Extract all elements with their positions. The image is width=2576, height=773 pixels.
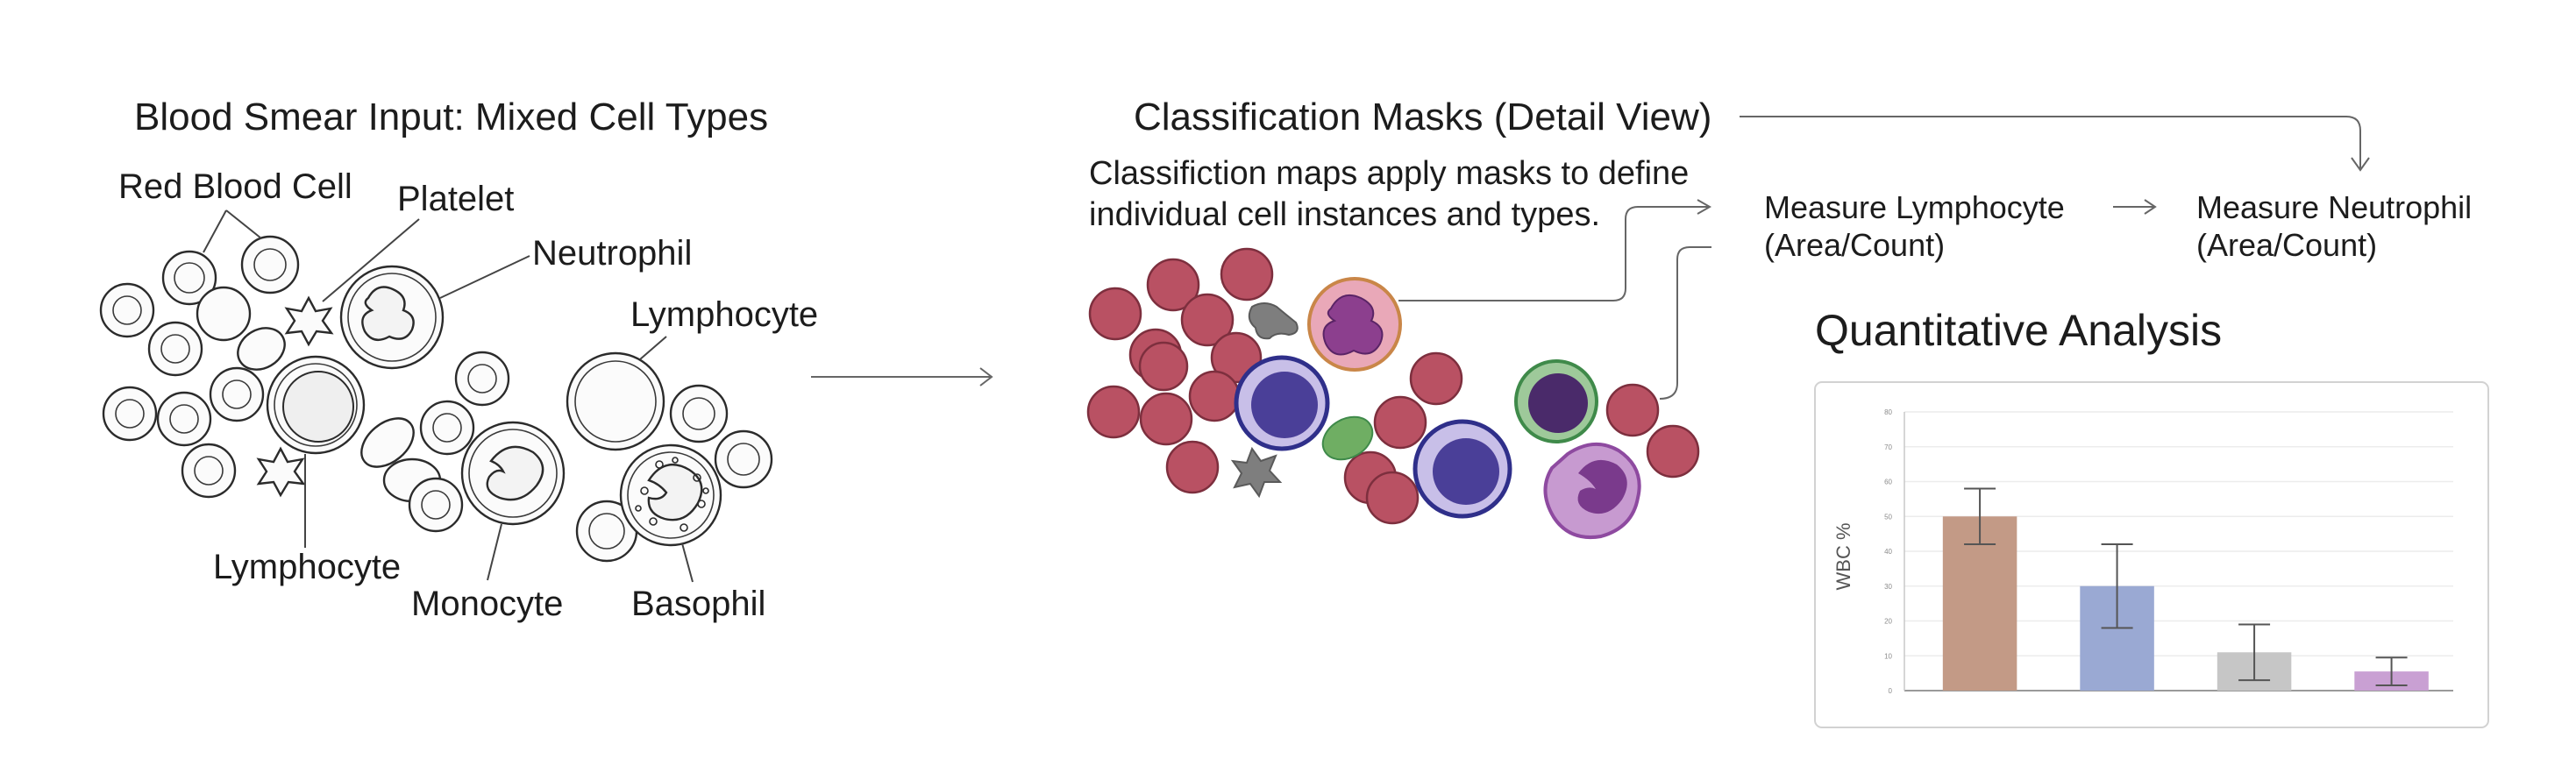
platelet-mask bbox=[1248, 302, 1299, 340]
label-red-blood-cell: Red Blood Cell bbox=[118, 167, 352, 206]
flow-arrow bbox=[811, 367, 993, 386]
chart-y-tick-label: 80 bbox=[1884, 408, 1892, 416]
rbc-sketch bbox=[209, 366, 265, 422]
rbc-sketch bbox=[240, 235, 300, 294]
rbc-sketch bbox=[181, 443, 237, 499]
rbc-mask bbox=[1409, 351, 1463, 406]
rbc-sketch bbox=[360, 417, 415, 468]
rbc-sketch bbox=[669, 384, 729, 443]
label-monocyte: Monocyte bbox=[411, 585, 563, 623]
measure-neutrophil-line2: (Area/Count) bbox=[2196, 227, 2377, 263]
platelet-sketch bbox=[256, 446, 306, 498]
measure-lymphocyte-line2: (Area/Count) bbox=[1764, 227, 1945, 263]
rbc-sketch bbox=[161, 250, 217, 306]
platelet-sketch bbox=[284, 295, 334, 347]
lymphocyte-mask bbox=[1413, 419, 1512, 519]
measure-neutrophil-line1: Measure Neutrophil bbox=[2196, 189, 2472, 225]
rbc-mask bbox=[1605, 383, 1660, 437]
chart-y-tick-label: 20 bbox=[1884, 618, 1892, 626]
chart-y-tick-label: 30 bbox=[1884, 583, 1892, 591]
rbc-mask bbox=[1180, 293, 1235, 347]
chart-card: 0 10 20 30 40 50 60 70 80 WBC % bbox=[1814, 381, 2489, 728]
chart-bar bbox=[1942, 516, 2017, 691]
qa-title: Quantitative Analysis bbox=[1815, 306, 2222, 355]
rbc-group bbox=[99, 235, 773, 563]
platelet-mask bbox=[1230, 446, 1283, 499]
chart-y-tick-label: 60 bbox=[1884, 479, 1892, 486]
chart-y-tick-label: 70 bbox=[1884, 443, 1892, 451]
lymphocyte-sketch bbox=[566, 351, 665, 451]
measure-arrow bbox=[2113, 199, 2157, 215]
middle-panel-title: Classification Masks (Detail View) bbox=[1134, 96, 1711, 138]
leader-lines bbox=[203, 209, 694, 583]
smear-sketch bbox=[99, 235, 773, 563]
rbc-mask bbox=[1365, 471, 1420, 525]
label-basophil: Basophil bbox=[631, 585, 765, 623]
rbc-mask bbox=[1146, 258, 1200, 312]
chart-y-tick-label: 40 bbox=[1884, 548, 1892, 556]
platelet-cluster-mask bbox=[1321, 415, 1374, 461]
rbc-mask bbox=[1373, 395, 1427, 450]
mask-field bbox=[1086, 247, 1700, 539]
rbc-mask bbox=[1188, 370, 1241, 422]
rbc-sketch bbox=[419, 400, 475, 456]
label-platelet: Platelet bbox=[397, 180, 514, 218]
measure-lymphocyte-line1: Measure Lymphocyte bbox=[1764, 189, 2065, 225]
eosinophil-mask bbox=[1514, 359, 1598, 443]
rbc-sketch bbox=[196, 286, 252, 342]
middle-description-line1: Classifiction maps apply masks to define bbox=[1089, 155, 1689, 192]
chart-bars bbox=[1942, 487, 2429, 691]
rbc-sketch bbox=[156, 391, 212, 447]
rbc-mask bbox=[1138, 341, 1189, 392]
rbc-masks bbox=[1086, 247, 1700, 525]
title-connector bbox=[1740, 116, 2370, 172]
rbc-sketch bbox=[99, 282, 155, 338]
label-lymphocyte-top: Lymphocyte bbox=[630, 295, 818, 334]
rbc-mask bbox=[1139, 392, 1193, 446]
lymphocyte-mask bbox=[1234, 355, 1330, 451]
rbc-sketch bbox=[454, 351, 510, 407]
left-panel-title: Blood Smear Input: Mixed Cell Types bbox=[134, 96, 768, 138]
chart-y-tick-label: 0 bbox=[1889, 687, 1893, 695]
label-lymphocyte-bottom: Lymphocyte bbox=[213, 548, 401, 586]
label-neutrophil: Neutrophil bbox=[532, 234, 692, 273]
chart-y-axis-label: WBC % bbox=[1832, 523, 1854, 591]
rbc-sketch bbox=[714, 429, 773, 489]
lymphocyte-sketch bbox=[266, 355, 366, 455]
chart-y-tick-label: 50 bbox=[1884, 513, 1892, 521]
neutrophil-mask bbox=[1307, 277, 1402, 372]
rbc-sketch bbox=[237, 327, 286, 371]
rbc-mask bbox=[1165, 440, 1220, 494]
rbc-sketch bbox=[147, 321, 203, 377]
monocyte-sketch bbox=[460, 421, 566, 526]
rbc-mask bbox=[1088, 287, 1142, 341]
basophil-sketch bbox=[619, 443, 722, 547]
rbc-sketch bbox=[408, 477, 464, 533]
chart-y-ticks: 0 10 20 30 40 50 60 70 80 bbox=[1884, 408, 1892, 695]
middle-description-line2: individual cell instances and types. bbox=[1089, 196, 1600, 233]
rbc-mask bbox=[1086, 385, 1141, 439]
rbc-sketch bbox=[102, 386, 158, 442]
monocyte-mask bbox=[1543, 442, 1641, 539]
neutrophil-sketch bbox=[339, 265, 445, 370]
mask-connectors bbox=[1398, 199, 1712, 400]
rbc-mask bbox=[1220, 247, 1274, 301]
rbc-mask bbox=[1646, 424, 1700, 479]
chart-y-tick-label: 10 bbox=[1884, 652, 1892, 660]
